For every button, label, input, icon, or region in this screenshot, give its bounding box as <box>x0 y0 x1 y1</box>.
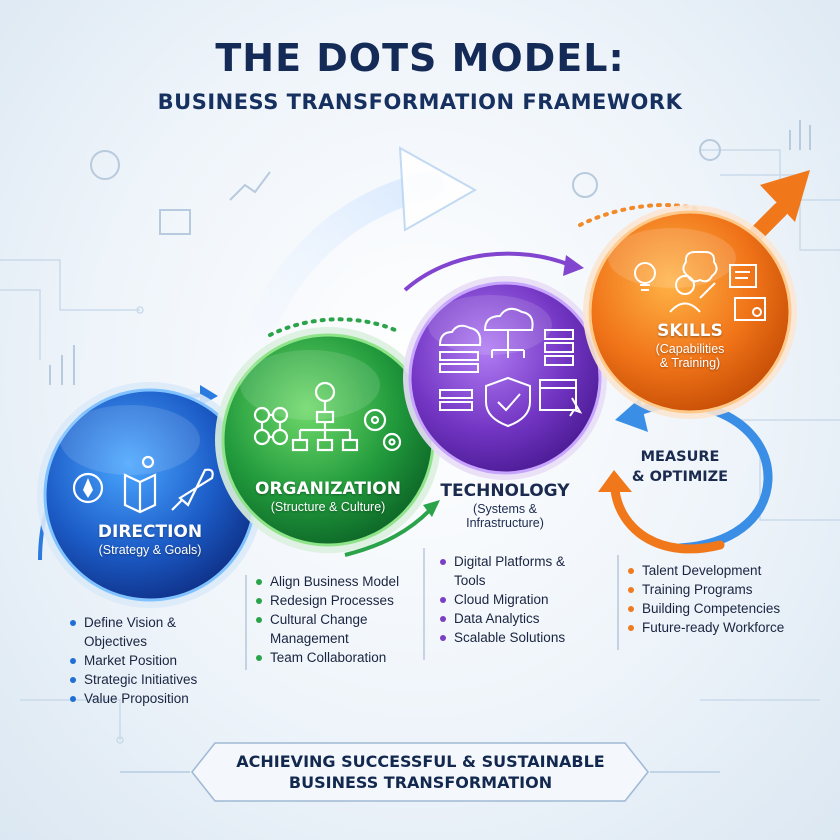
banner-line2: BUSINESS TRANSFORMATION <box>288 773 553 792</box>
certificate-icon <box>729 264 766 321</box>
technology-circle <box>403 276 607 480</box>
list-item: Talent Development <box>628 562 818 579</box>
skills-name: SKILLS <box>657 321 723 341</box>
list-item: Future-ready Workforce <box>628 619 818 636</box>
shield-check-icon <box>485 376 531 428</box>
compass-icon-faint <box>90 150 120 180</box>
team-network-icon <box>253 406 289 446</box>
technology-name: TECHNOLOGY <box>440 481 570 501</box>
direction-subtitle: (Strategy & Goals) <box>98 542 202 557</box>
list-item: Building Competencies <box>628 600 818 617</box>
list-item: Strategic Initiatives <box>70 671 230 688</box>
list-item: Objectives <box>84 634 148 649</box>
list-item: Redesign Processes <box>256 592 426 609</box>
org-chart-icon <box>291 381 359 452</box>
growth-arrow-large-head <box>398 146 478 232</box>
technology-subtitle-line2: Infrastructure) <box>466 515 544 530</box>
direction-list: Define Vision & Objectives Market Positi… <box>70 614 230 709</box>
brain-icon <box>682 251 718 283</box>
background-icons <box>49 120 811 385</box>
organization-swoosh <box>344 508 432 557</box>
list-item: Market Position <box>70 652 230 669</box>
list-item: Digital Platforms & <box>440 553 600 570</box>
list-item: Team Collaboration <box>256 649 426 666</box>
page-subtitle: BUSINESS TRANSFORMATION FRAMEWORK <box>157 90 683 114</box>
person-growth-icon <box>669 275 716 313</box>
list-item: Data Analytics <box>440 610 600 627</box>
list-item: Tools <box>454 573 486 588</box>
direction-label: DIRECTION (Strategy & Goals) <box>60 522 240 557</box>
list-item: Training Programs <box>628 581 818 598</box>
map-icon-faint <box>159 209 191 235</box>
list-item: Scalable Solutions <box>440 629 600 646</box>
gears-icon <box>363 408 402 452</box>
direction-name: DIRECTION <box>97 522 203 542</box>
cloud-network-icon <box>483 307 534 358</box>
organization-subtitle: (Structure & Culture) <box>270 499 386 514</box>
measure-line1: MEASURE <box>640 449 720 465</box>
organization-name: ORGANIZATION <box>255 479 401 499</box>
organization-label: ORGANIZATION (Structure & Culture) <box>238 479 418 514</box>
chart-icon-faint <box>229 171 271 201</box>
list-item: Define Vision & <box>70 614 230 631</box>
organization-dotted-arc <box>268 317 397 337</box>
database-icon <box>544 329 574 366</box>
servers-icon <box>439 389 473 411</box>
rocket-icon <box>171 468 214 511</box>
skills-growth-arrow-head <box>760 170 810 222</box>
gear-icon-faint <box>572 172 598 198</box>
bulb-icon-faint <box>699 139 721 161</box>
list-item: Management <box>270 631 349 646</box>
lightbulb-icon <box>634 262 656 291</box>
skills-subtitle-line2: & Training) <box>659 355 721 370</box>
banner-line1: ACHIEVING SUCCESSFUL & SUSTAINABLE <box>236 752 605 771</box>
bar-chart-icon-faint <box>49 345 75 385</box>
measure-optimize-label: MEASURE & OPTIMIZE <box>620 447 740 487</box>
list-item: Cultural Change <box>256 611 426 628</box>
skills-list: Talent Development Training Programs Bui… <box>628 562 818 638</box>
organization-swoosh-head <box>423 500 440 517</box>
bottom-banner: ACHIEVING SUCCESSFUL & SUSTAINABLE BUSIN… <box>193 743 648 801</box>
skills-dotted-arc <box>578 203 702 227</box>
direction-circle <box>37 382 263 608</box>
browser-window-icon <box>539 379 583 417</box>
technology-subtitle-line1: (Systems & <box>473 501 537 516</box>
banner-frame <box>120 742 720 802</box>
list-item: Value Proposition <box>70 690 230 707</box>
technology-swoosh <box>403 251 571 292</box>
measure-line2: & OPTIMIZE <box>631 469 729 485</box>
cloud-server-icon <box>438 324 482 373</box>
list-item: Cloud Migration <box>440 591 600 608</box>
page-title: THE DOTS MODEL: <box>215 36 625 80</box>
technology-list: Digital Platforms & Tools Cloud Migratio… <box>440 553 600 648</box>
map-pin-icon <box>123 455 157 514</box>
technology-swoosh-head <box>563 255 584 276</box>
bars-icon-faint <box>789 120 811 150</box>
skills-subtitle-line1: (Capabilities <box>655 341 725 356</box>
list-item: Align Business Model <box>256 573 426 590</box>
compass-icon <box>72 472 104 504</box>
skills-label: SKILLS (Capabilities & Training) <box>625 321 755 370</box>
technology-label: TECHNOLOGY (Systems & Infrastructure) <box>420 481 590 530</box>
organization-list: Align Business Model Redesign Processes … <box>256 573 426 668</box>
skills-circle <box>583 205 797 419</box>
